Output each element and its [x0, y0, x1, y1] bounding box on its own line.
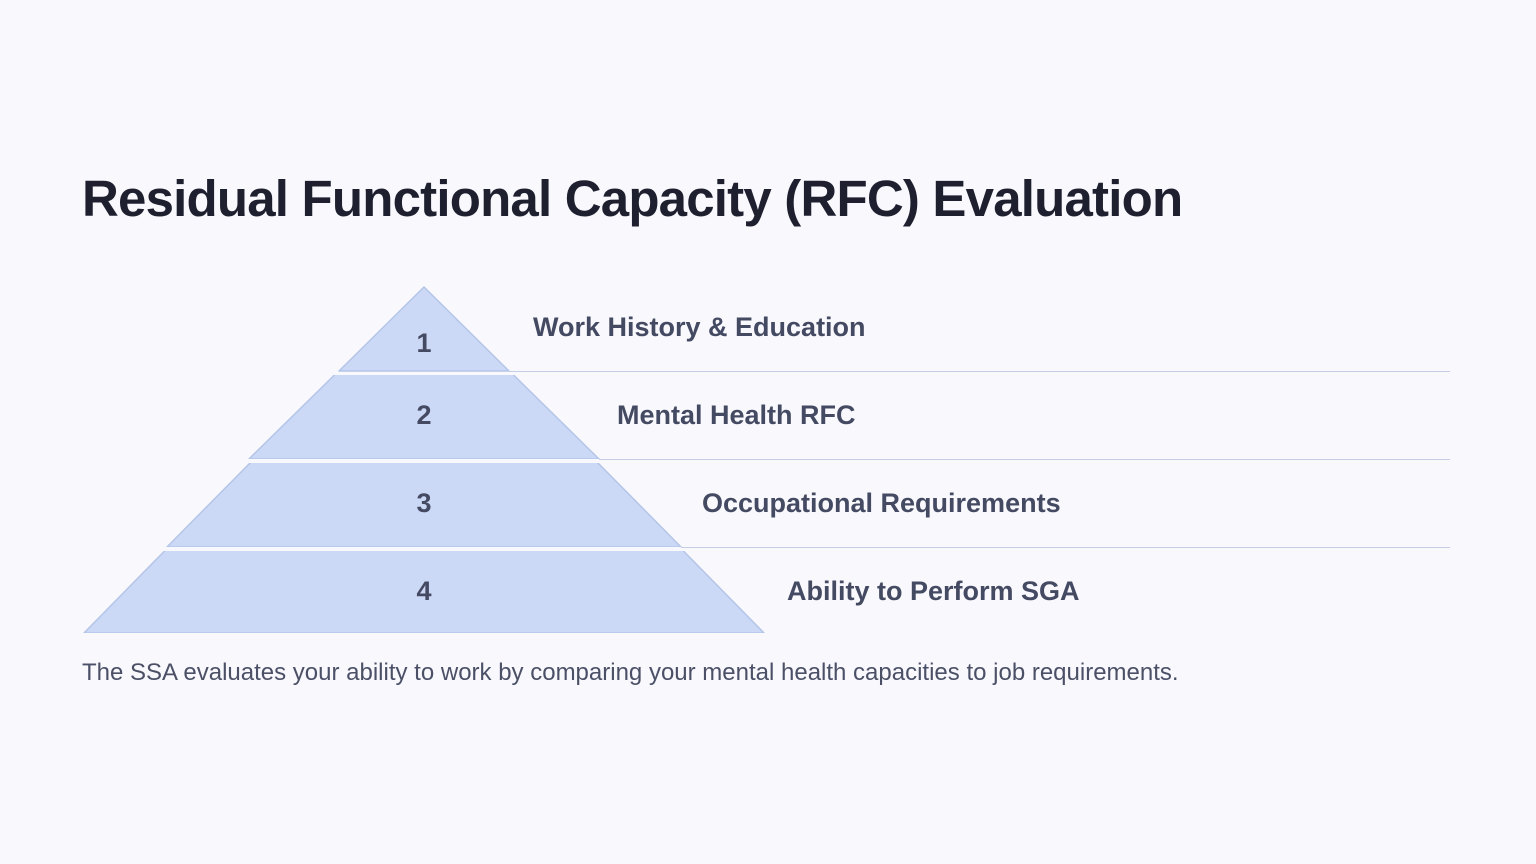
page-title: Residual Functional Capacity (RFC) Evalu… — [82, 170, 1183, 227]
pyramid-tier-4[interactable]: 4 Ability to Perform SGA — [0, 547, 1536, 635]
pyramid-tier-2-shape[interactable] — [248, 287, 600, 459]
pyramid-tier-3-shape[interactable] — [166, 287, 682, 547]
tier-number-4: 4 — [416, 576, 432, 606]
tier-label-4: Ability to Perform SGA — [787, 576, 1080, 606]
pyramid-tier-4-shape[interactable] — [83, 287, 765, 633]
pyramid-tier-1-shape[interactable] — [338, 286, 510, 372]
tier-divider-2 — [599, 459, 1450, 460]
tier-number-1: 1 — [416, 328, 432, 358]
tier-label-2: Mental Health RFC — [617, 400, 856, 430]
pyramid-tier-1[interactable]: 1 Work History & Education — [0, 283, 1536, 371]
tier-label-1: Work History & Education — [533, 312, 866, 342]
tier-divider-1 — [509, 371, 1450, 372]
tier-number-3: 3 — [416, 488, 432, 518]
tier-number-2: 2 — [416, 400, 432, 430]
tier-divider-3 — [681, 547, 1450, 548]
pyramid-tier-2[interactable]: 2 Mental Health RFC — [0, 371, 1536, 459]
pyramid-tier-3[interactable]: 3 Occupational Requirements — [0, 459, 1536, 547]
caption-text: The SSA evaluates your ability to work b… — [82, 659, 1179, 686]
tier-label-3: Occupational Requirements — [702, 488, 1061, 518]
